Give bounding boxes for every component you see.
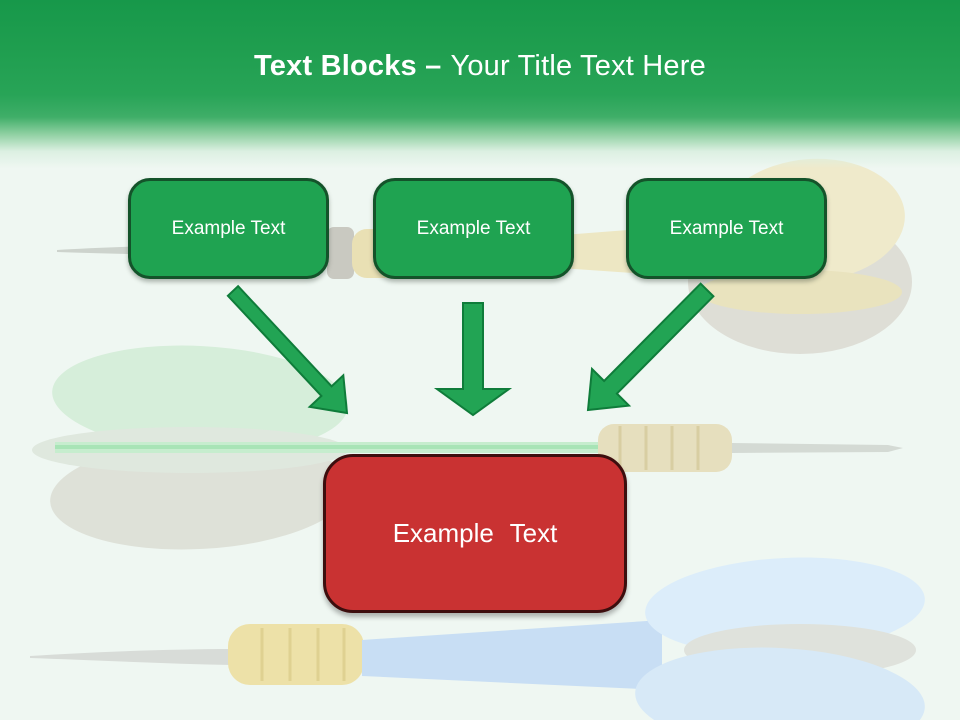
title-rest-text: Your Title Text Here — [450, 50, 706, 82]
text-block-3[interactable]: Example Text — [626, 178, 827, 279]
text-block-3-label: Example Text — [669, 217, 784, 239]
result-block[interactable]: Example Text — [323, 454, 627, 613]
page-title[interactable]: Text Blocks –Your Title Text Here — [0, 50, 960, 83]
green-dart-icon — [32, 345, 903, 550]
title-bold-text: Text Blocks – — [254, 50, 442, 82]
text-block-2[interactable]: Example Text — [373, 178, 574, 279]
arrow-down-icon[interactable] — [433, 302, 513, 417]
arrow-down-left-icon[interactable] — [586, 282, 715, 412]
arrow-down-right-icon[interactable] — [226, 284, 349, 415]
text-block-1-label: Example Text — [171, 217, 286, 239]
result-block-label: Example Text — [392, 518, 558, 548]
header-band: Text Blocks –Your Title Text Here — [0, 0, 960, 172]
blue-dart-icon — [30, 557, 925, 720]
text-block-1[interactable]: Example Text — [128, 178, 329, 279]
text-block-2-label: Example Text — [416, 217, 531, 239]
